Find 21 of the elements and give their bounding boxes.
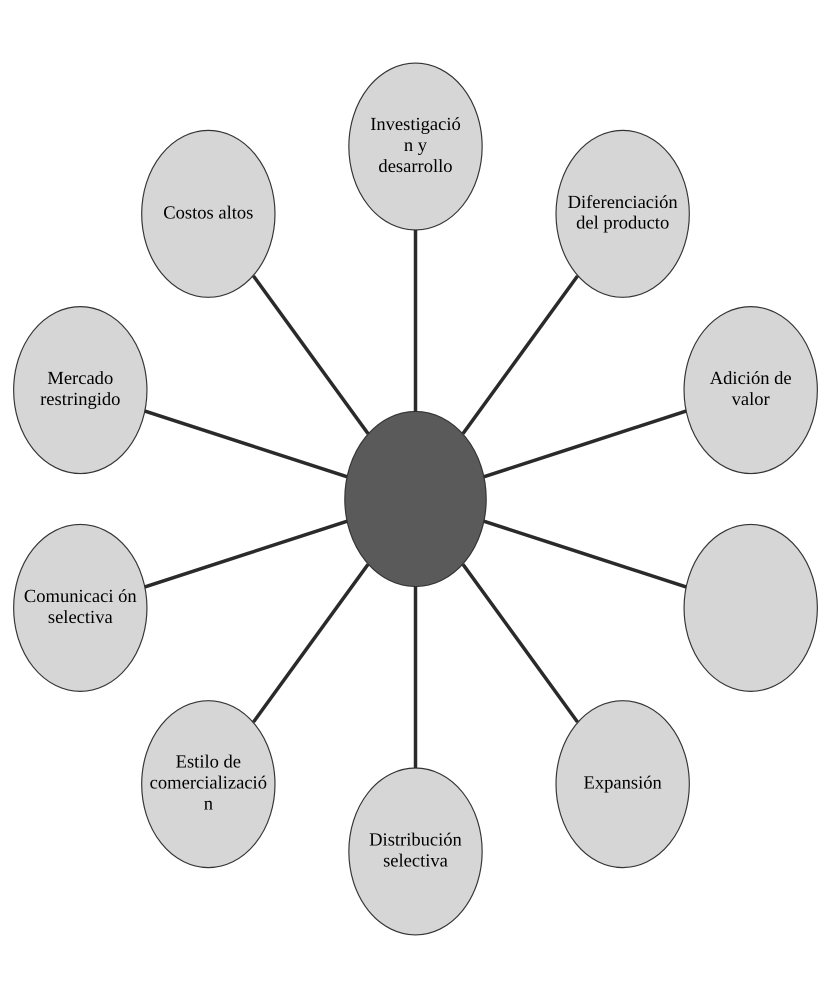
node-ellipse: Distribución selectiva bbox=[348, 767, 482, 936]
node-ellipse: Expansión bbox=[554, 700, 690, 868]
node-ellipse: Investigació n y desarrollo bbox=[348, 62, 482, 231]
connector bbox=[252, 275, 369, 435]
node-ellipse: Comunicaci ón selectiva bbox=[12, 524, 148, 692]
node-ellipse: Costos altos bbox=[140, 130, 276, 298]
node-ellipse: Estilo de comercializació n bbox=[140, 700, 276, 868]
connector bbox=[461, 563, 578, 723]
connector bbox=[461, 275, 578, 435]
connector bbox=[252, 563, 369, 723]
connector bbox=[144, 409, 347, 478]
connector bbox=[483, 520, 686, 589]
connector bbox=[413, 586, 417, 768]
node-ellipse: Mercado restringido bbox=[12, 306, 148, 474]
node-ellipse: Adición de valor bbox=[682, 306, 818, 474]
node-circle bbox=[682, 524, 818, 692]
node-circle bbox=[344, 410, 486, 588]
connector bbox=[483, 409, 686, 478]
connector bbox=[144, 520, 347, 589]
connector bbox=[413, 230, 417, 412]
node-ellipse: Diferenciación del producto bbox=[554, 130, 690, 298]
